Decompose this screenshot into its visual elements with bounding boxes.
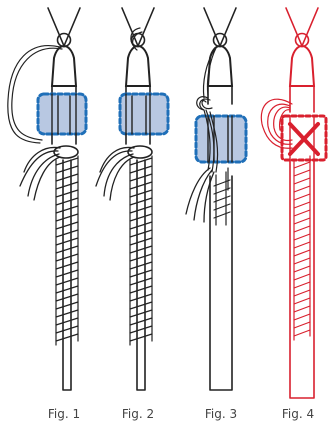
fray-4 <box>261 99 292 148</box>
top-loop-2 <box>122 8 154 46</box>
figure-1 <box>8 8 86 390</box>
figure-3-caption: Fig. 3 <box>191 407 251 421</box>
top-loop-1 <box>48 8 80 46</box>
figure-2 <box>96 8 168 390</box>
figure-1-caption: Fig. 1 <box>34 407 94 421</box>
fray-2 <box>96 147 134 200</box>
shaft-lower-3 <box>210 176 232 390</box>
socket-1 <box>52 46 76 86</box>
socket-3 <box>208 46 232 86</box>
figure-4-caption: Fig. 4 <box>268 407 328 421</box>
highlight-box-2 <box>120 94 168 134</box>
figure-2-caption: Fig. 2 <box>108 407 168 421</box>
socket-2 <box>126 46 150 86</box>
highlight-box-1 <box>38 94 86 134</box>
figure-3 <box>186 8 246 390</box>
highlight-box-3 <box>196 116 246 162</box>
socket-4 <box>290 46 314 86</box>
top-loop-4 <box>286 8 318 46</box>
coil-3 <box>197 97 212 110</box>
fray-1 <box>20 147 60 200</box>
figure-4 <box>261 8 326 398</box>
top-loop-3 <box>204 8 236 46</box>
